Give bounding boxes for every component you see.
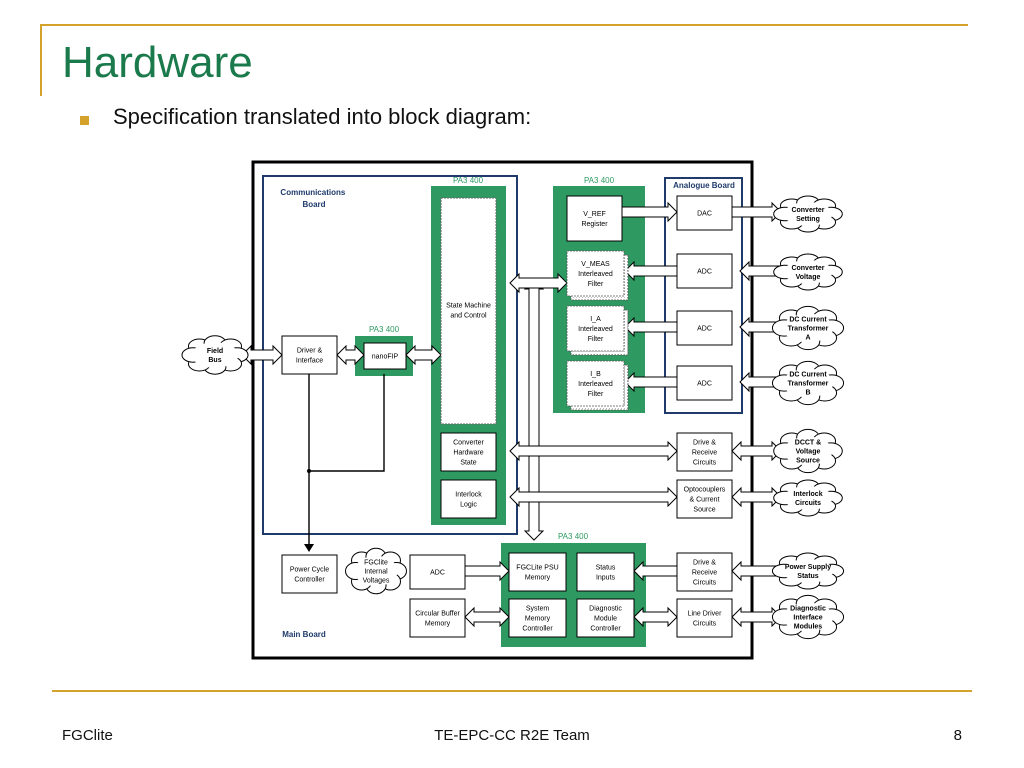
- diagram.blocks.adc2-label: ADC: [697, 325, 712, 332]
- main-board-label: Main Board: [282, 630, 326, 639]
- bullet-square-icon: [80, 116, 89, 125]
- diagram.blocks.adc3-label: ADC: [697, 380, 712, 387]
- block-dac: DAC: [676, 195, 733, 231]
- block-adc3: ADC: [676, 365, 733, 401]
- diagram.blocks.adc_main-label: ADC: [430, 569, 445, 576]
- bullet-text: Specification translated into block diag…: [113, 104, 532, 129]
- block-nanofip: nanoFIP: [363, 342, 407, 370]
- diagram.blocks.adc1-label: ADC: [697, 268, 712, 275]
- fpga-comm-label: PA3 400: [453, 176, 484, 185]
- footer-left: FGClite: [62, 727, 113, 744]
- diagram.blocks.dac-label: DAC: [697, 210, 712, 217]
- page-number: 8: [953, 727, 962, 744]
- footer-center: TE-EPC-CC R2E Team: [434, 727, 590, 744]
- diagram.blocks.driver_interface-label: Driver &Interface: [296, 347, 323, 364]
- analogue-board: [664, 177, 743, 414]
- adc-psu-arrow: [464, 560, 510, 582]
- block-adc1: ADC: [676, 253, 733, 289]
- arrows: [241, 201, 782, 628]
- footer-divider: [52, 690, 972, 692]
- vref-dac-arrow: [621, 201, 678, 223]
- block-adc-main: ADC: [409, 554, 466, 590]
- title-frame: [40, 24, 968, 96]
- fpga-mid-label: PA3 400: [584, 176, 615, 185]
- block-driver-interface: Driver &Interface: [281, 335, 338, 375]
- slide-title: Hardware: [62, 38, 253, 87]
- fpga-main-label: PA3 400: [558, 532, 589, 541]
- diagram.blocks.nanofip-label: nanoFIP: [372, 353, 399, 360]
- connector-lines: [308, 374, 385, 545]
- junction-dot: [307, 469, 311, 473]
- vertical-bus-arrow: [523, 279, 545, 541]
- analogue-board-label: Analogue Board: [673, 181, 735, 190]
- fpga-nanofip-label: PA3 400: [369, 325, 400, 334]
- line-arrowhead: [304, 544, 314, 552]
- communications-board-label: Communications Board: [280, 188, 347, 209]
- block-adc2: ADC: [676, 310, 733, 346]
